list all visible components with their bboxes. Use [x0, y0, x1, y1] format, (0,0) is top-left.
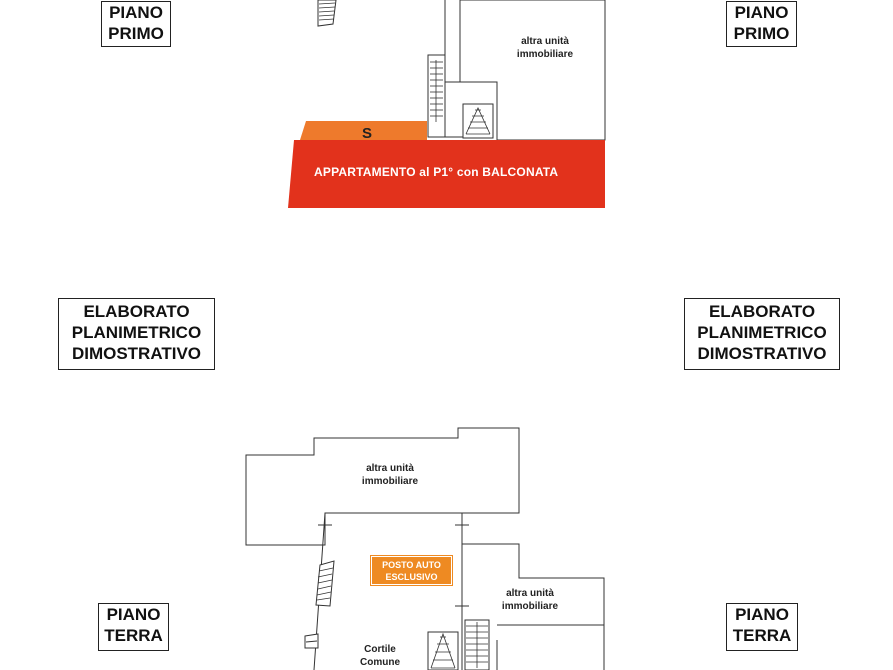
label-piano-primo-left: PIANO PRIMO	[101, 1, 171, 47]
piano-terra-plan	[245, 427, 605, 670]
label-line: PIANO	[734, 3, 789, 22]
primo-stair-top-left-treads	[318, 2, 336, 21]
label-line: PIANO	[106, 605, 161, 624]
terra-upper-unit	[245, 427, 520, 546]
label-line: ELABORATO	[708, 302, 816, 321]
label-line: PRIMO	[733, 24, 790, 43]
text-line: altra unità	[366, 463, 414, 474]
primo-small-stair	[462, 103, 494, 139]
label-elaborato-right: ELABORATO PLANIMETRICO DIMOSTRATIVO	[684, 298, 840, 370]
text-line: altra unità	[506, 588, 554, 599]
label-line: PLANIMETRICO	[697, 323, 827, 342]
label-line: PLANIMETRICO	[71, 323, 202, 342]
text-line: immobiliare	[501, 601, 559, 612]
label-line: DIMOSTRATIVO	[71, 344, 202, 363]
text-line: POSTO AUTO	[382, 560, 441, 570]
text-line: immobiliare	[516, 49, 574, 60]
label-piano-terra-right: PIANO TERRA	[726, 603, 798, 651]
primo-stair-treads	[430, 60, 443, 122]
text-line: ESCLUSIVO	[385, 572, 438, 582]
text-line: altra unità	[521, 36, 569, 47]
label-piano-primo-right: PIANO PRIMO	[726, 1, 797, 47]
terra-right-unit	[462, 543, 605, 626]
primo-balcony	[300, 121, 427, 140]
terra-column-marks	[318, 518, 469, 613]
label-piano-terra-left: PIANO TERRA	[98, 603, 169, 651]
primo-altra-unita-label: altra unità immobiliare	[490, 35, 600, 61]
primo-apartment	[288, 140, 605, 208]
text-line: Cortile	[364, 644, 396, 655]
terra-stair-center	[427, 631, 459, 670]
piano-primo-plan	[317, 0, 606, 141]
label-elaborato-left: ELABORATO PLANIMETRICO DIMOSTRATIVO	[58, 298, 215, 370]
label-line: PRIMO	[108, 24, 164, 43]
label-line: TERRA	[732, 626, 792, 645]
balcony-s-marker: S	[362, 125, 373, 142]
cortile-comune-label: Cortile Comune	[330, 643, 430, 669]
label-line: ELABORATO	[83, 302, 190, 321]
posto-auto-badge: POSTO AUTO ESCLUSIVO	[370, 555, 453, 586]
apartment-label: APPARTAMENTO al P1° con BALCONATA	[314, 165, 559, 179]
label-line: DIMOSTRATIVO	[697, 344, 827, 363]
text-line: Comune	[360, 657, 400, 668]
label-line: TERRA	[104, 626, 163, 645]
text-line: immobiliare	[361, 476, 419, 487]
terra-altra-unita-top-label: altra unità immobiliare	[335, 462, 445, 488]
label-line: PIANO	[735, 605, 789, 624]
terra-altra-unita-right-label: altra unità immobiliare	[475, 587, 585, 613]
primo-small-stair-treads	[465, 107, 491, 135]
terra-stair-left	[315, 560, 335, 607]
label-line: PIANO	[109, 3, 163, 22]
primo-stair-block	[427, 54, 446, 138]
